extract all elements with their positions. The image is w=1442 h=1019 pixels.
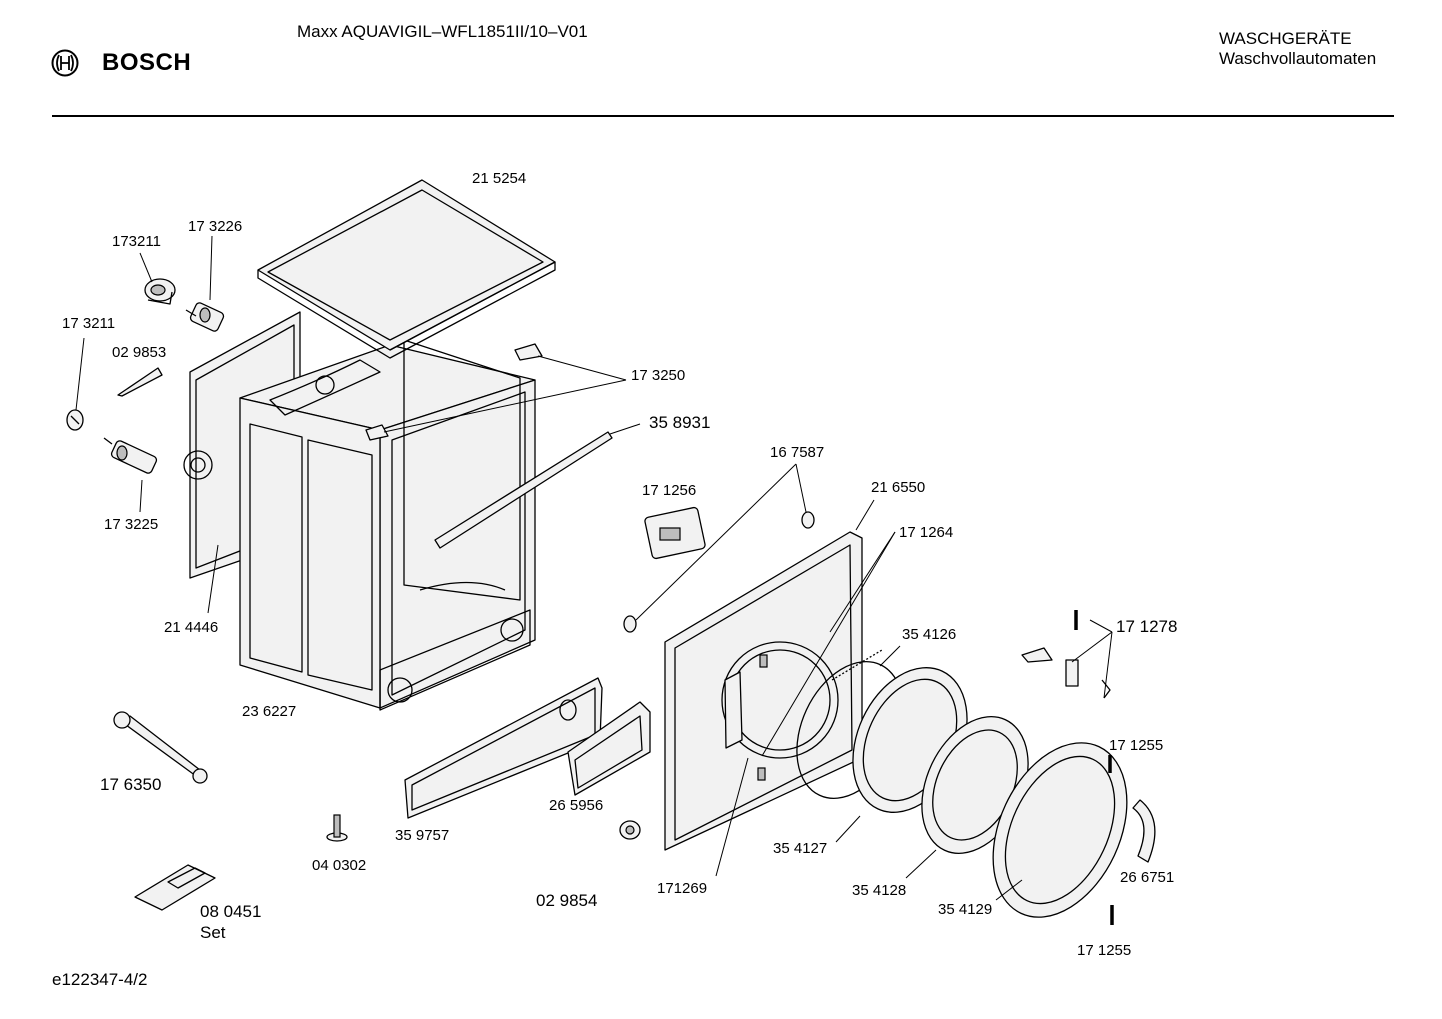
label-171255b: 17 1255 <box>1077 942 1131 959</box>
brand-name: BOSCH <box>102 49 192 76</box>
rail-358931 <box>434 431 613 549</box>
label-080451: 08 0451 <box>200 902 261 921</box>
label-236227: 23 6227 <box>242 703 296 720</box>
door-outer-ring-354129 <box>992 742 1128 918</box>
hose-connector-173211 <box>144 278 176 305</box>
label-214446: 21 4446 <box>164 619 218 636</box>
label-176350: 17 6350 <box>100 775 161 794</box>
front-panel-216550 <box>664 531 863 851</box>
category-heading: WASCHGERÄTE <box>1219 29 1352 48</box>
bosch-logo-icon <box>51 49 79 77</box>
label-171256: 17 1256 <box>642 482 696 499</box>
bracket-029853 <box>117 367 163 397</box>
label-171255a: 17 1255 <box>1109 737 1163 754</box>
label-173225: 17 3225 <box>104 516 158 533</box>
label-171264: 17 1264 <box>899 524 953 541</box>
model-title: Maxx AQUAVIGIL–WFL1851II/10–V01 <box>297 22 588 41</box>
label-266751: 26 6751 <box>1120 869 1174 886</box>
clip-173250 <box>365 343 543 441</box>
label-167587: 16 7587 <box>770 444 824 461</box>
label-265956: 26 5956 <box>549 797 603 814</box>
label-215254: 21 5254 <box>472 170 526 187</box>
label-171278: 17 1278 <box>1116 617 1177 636</box>
label-354129: 35 4129 <box>938 901 992 918</box>
label-358931: 35 8931 <box>649 413 710 432</box>
shim-set-080451 <box>134 864 216 911</box>
part-labels: 21 5254 17 3226 173211 17 3211 02 9853 1… <box>62 170 1177 959</box>
label-173211a: 173211 <box>112 233 161 250</box>
hinge-pin-167587 <box>801 511 815 529</box>
label-029854: 02 9854 <box>536 891 597 910</box>
label-216550: 21 6550 <box>871 479 925 496</box>
inlet-valve-173226 <box>185 302 225 332</box>
label-354128: 35 4128 <box>852 882 906 899</box>
leader-lines <box>75 235 1113 901</box>
foot-040302 <box>326 814 348 842</box>
label-171269: 171269 <box>657 880 707 897</box>
label-029853: 02 9853 <box>112 344 166 361</box>
header-divider <box>52 115 1394 117</box>
worktop-lid <box>257 179 556 359</box>
document-id: e122347-4/2 <box>52 970 148 989</box>
label-354127: 35 4127 <box>773 840 827 857</box>
inlet-valve-173225 <box>103 437 158 474</box>
label-080451-set: Set <box>200 923 226 942</box>
category-subheading: Waschvollautomaten <box>1219 49 1377 68</box>
label-040302: 04 0302 <box>312 857 366 874</box>
wrench-176350 <box>113 711 208 784</box>
label-354126: 35 4126 <box>902 626 956 643</box>
door-handle-266751 <box>1132 799 1156 863</box>
hinge-pin-167587b <box>623 615 637 633</box>
hinge-parts-171278 <box>1021 647 1111 699</box>
clip-173211 <box>66 409 84 431</box>
label-173226: 17 3226 <box>188 218 242 235</box>
label-173250: 17 3250 <box>631 367 685 384</box>
door-lock-171256 <box>644 506 706 560</box>
detergent-drawer-265956 <box>567 701 651 796</box>
cabinet-body <box>183 311 536 711</box>
label-359757: 35 9757 <box>395 827 449 844</box>
knob-029854 <box>619 820 641 840</box>
brand-block: BOSCH <box>50 48 191 78</box>
label-173211b: 17 3211 <box>62 315 115 332</box>
